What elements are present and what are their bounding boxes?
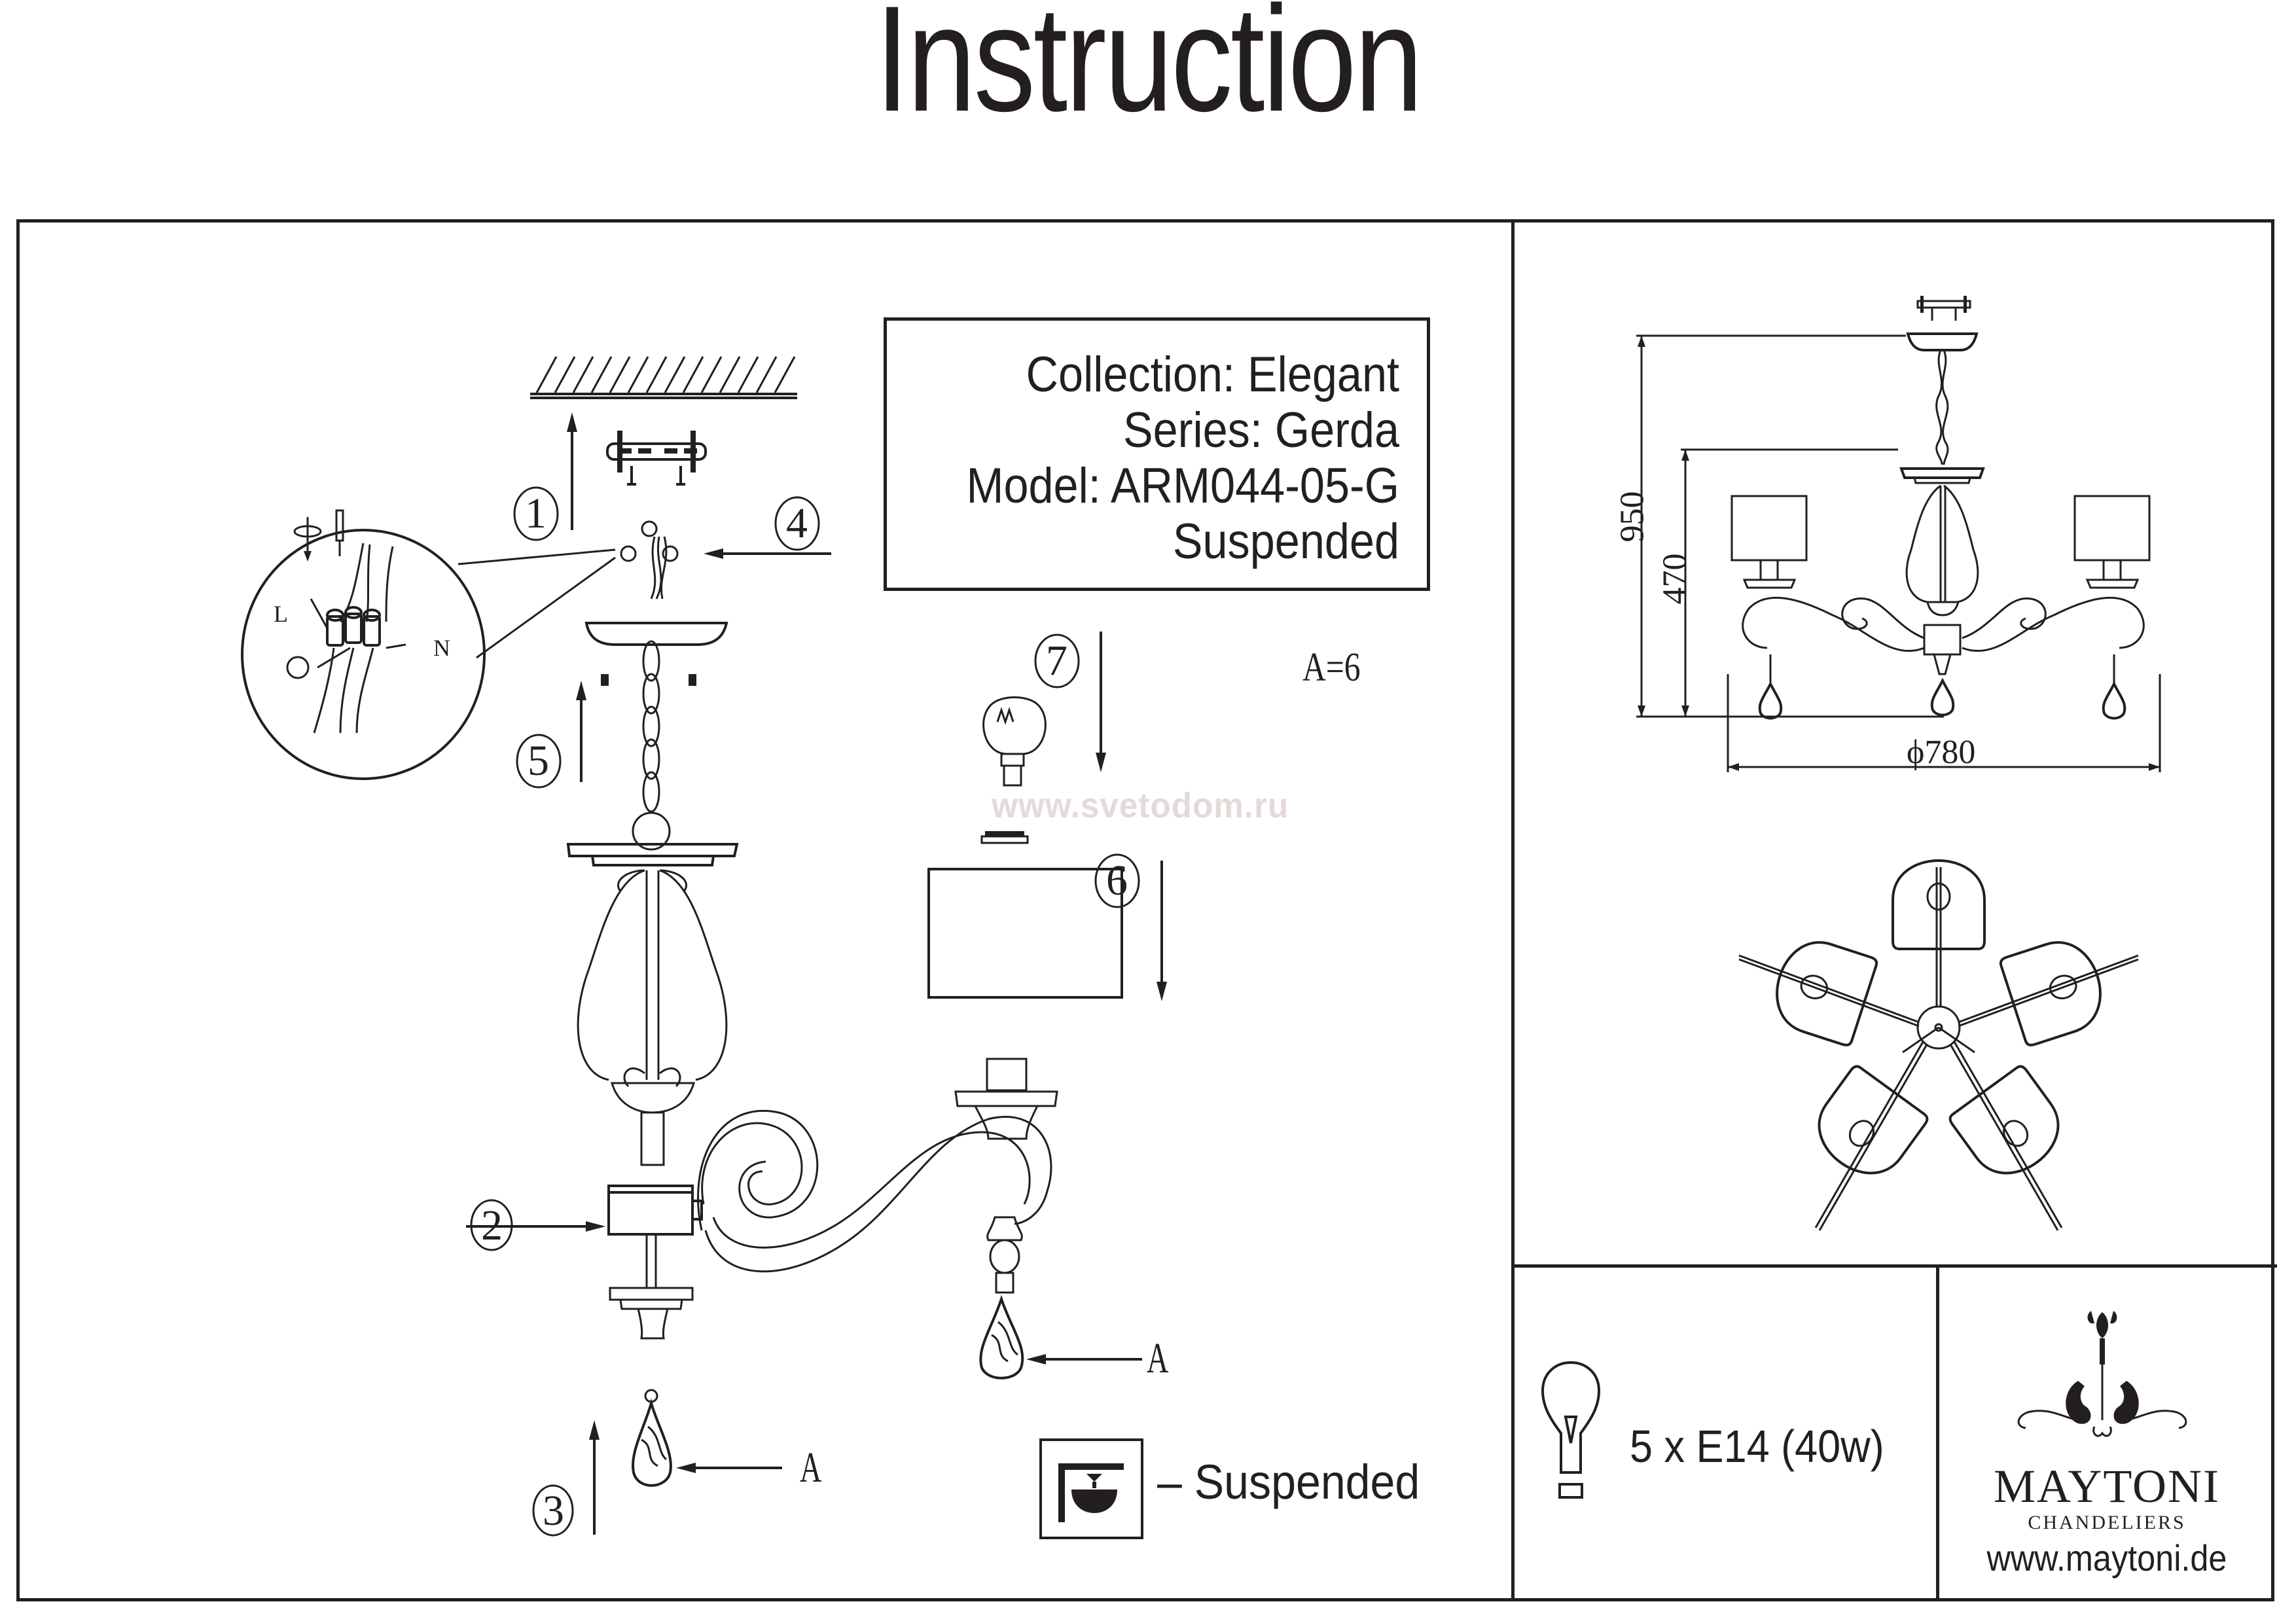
mounting-bracket-icon bbox=[606, 431, 707, 486]
suspended-mount-icon bbox=[1039, 1438, 1143, 1539]
bulb-illustration bbox=[982, 696, 1047, 787]
step-7-badge: 7 bbox=[1046, 637, 1067, 685]
mount-type-label: Suspended bbox=[1172, 514, 1399, 569]
brand-name: MAYTONI bbox=[1993, 1460, 2221, 1512]
lamp-shade bbox=[927, 868, 1123, 999]
wiring-detail-callout bbox=[241, 509, 486, 780]
neutral-wire-label: N bbox=[433, 635, 450, 661]
bottom-finial bbox=[609, 1233, 694, 1340]
ceiling-hatch bbox=[530, 356, 797, 399]
lyre-frame bbox=[577, 869, 728, 1166]
dimension-total-height: 950 bbox=[1613, 491, 1651, 543]
live-wire-label: L bbox=[274, 601, 288, 627]
series-label: Series: Gerda bbox=[1122, 402, 1399, 458]
step-4-badge: 4 bbox=[786, 499, 808, 547]
part-count-label: A=6 bbox=[1302, 645, 1361, 690]
footer-divider-vertical bbox=[1936, 1264, 1939, 1601]
dimension-lines bbox=[1636, 334, 2161, 772]
watermark: www.svetodom.ru bbox=[992, 786, 1289, 825]
panel-divider-horizontal bbox=[1511, 1264, 2277, 1268]
bulb-spec-label: 5 x E14 (40w) bbox=[1630, 1421, 1884, 1472]
step-1-badge: 1 bbox=[525, 490, 547, 537]
bulb-icon bbox=[1541, 1361, 1601, 1499]
brand-tagline: CHANDELIERS bbox=[2028, 1512, 2186, 1533]
junction-box bbox=[607, 1185, 703, 1236]
model-label: Model: ARM044-05-G bbox=[966, 458, 1400, 514]
product-info-box: Collection: Elegant Series: Gerda Model:… bbox=[884, 317, 1430, 591]
outer-frame bbox=[16, 219, 2274, 1601]
light-arm bbox=[697, 1058, 1058, 1294]
step-6-badge: 6 bbox=[1106, 857, 1128, 904]
step-5-badge: 5 bbox=[528, 737, 549, 785]
step-2-badge: 2 bbox=[481, 1202, 503, 1249]
dimension-body-height: 470 bbox=[1656, 553, 1694, 605]
page-title: Instruction bbox=[875, 0, 1423, 143]
dimension-diameter: ϕ780 bbox=[1907, 734, 1976, 771]
top-view-drawing bbox=[1738, 859, 2139, 1231]
crystal-pendant-loose bbox=[632, 1398, 672, 1487]
maytoni-logo-icon bbox=[2017, 1311, 2187, 1437]
brand-url-link[interactable]: www.maytoni.de bbox=[1986, 1537, 2227, 1578]
collection-label: Collection: Elegant bbox=[1026, 347, 1399, 402]
step-3-badge: 3 bbox=[543, 1487, 564, 1535]
chain bbox=[632, 640, 671, 851]
panel-divider-vertical bbox=[1511, 219, 1515, 1601]
elevation-drawing bbox=[1636, 296, 2161, 772]
suspended-legend-label: – Suspended bbox=[1157, 1455, 1420, 1509]
crystal-pendant bbox=[979, 1294, 1024, 1380]
part-a-label-arm: A bbox=[1147, 1334, 1169, 1382]
part-a-label-loose: A bbox=[800, 1444, 822, 1491]
canopy bbox=[584, 622, 728, 686]
wire-bundle bbox=[620, 520, 679, 599]
